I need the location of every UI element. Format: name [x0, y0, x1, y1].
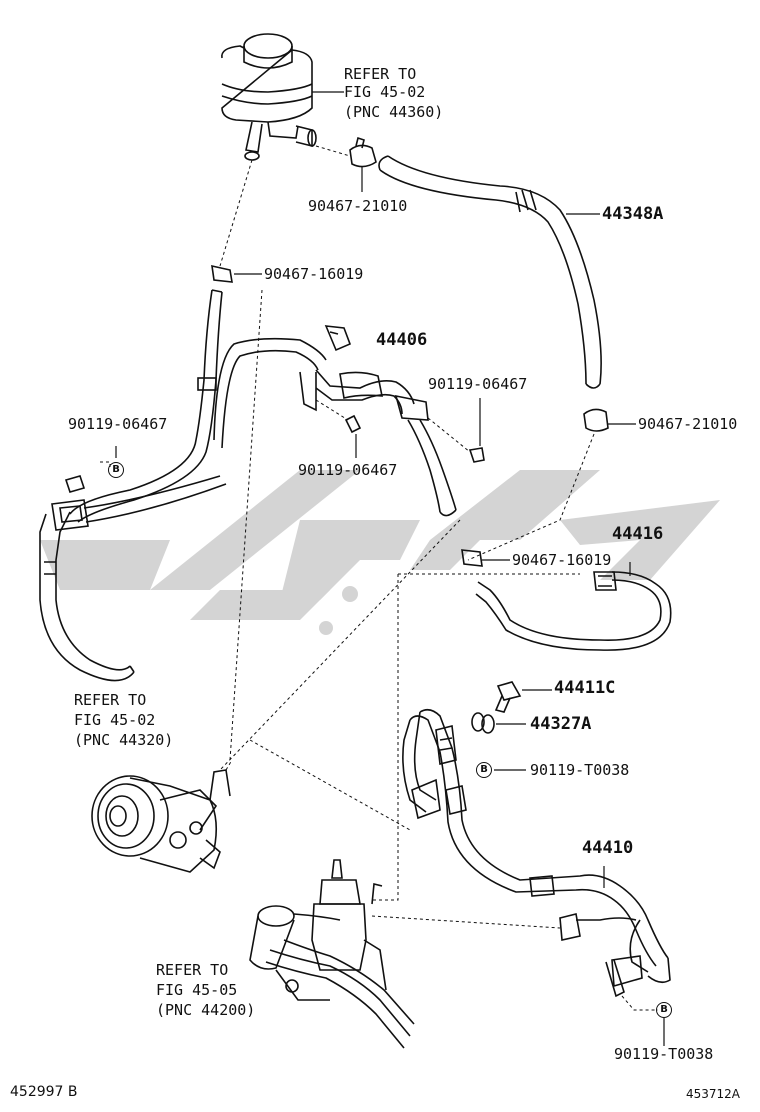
- label-clamp-top[interactable]: 90467-21010: [308, 197, 408, 215]
- label-refer-gear-3: (PNC 44200): [156, 1001, 256, 1019]
- dash-bolt-b: [315, 399, 349, 421]
- label-clamp-16019-top[interactable]: 90467-16019: [264, 265, 364, 283]
- steering-gear: [249, 859, 415, 1049]
- clamp-top: [349, 136, 377, 168]
- label-hose-return[interactable]: 44348A: [602, 204, 664, 224]
- clamp-16019-mid: [461, 549, 483, 567]
- label-refer-reservoir-2: FIG 45-02: [344, 83, 426, 101]
- power-steering-pump: [91, 769, 231, 873]
- label-refer-gear-1: REFER TO: [156, 961, 229, 979]
- union-bolt: [494, 681, 522, 713]
- clamp-16019-top: [211, 264, 233, 283]
- return-tube-assembly: [39, 289, 327, 682]
- b-marker-mid: B: [476, 762, 492, 778]
- dash-reservoir-down: [219, 159, 253, 267]
- dash-clamp-right: [467, 433, 595, 561]
- dash-b-lower: [621, 995, 658, 1011]
- label-refer-reservoir-3: (PNC 44360): [344, 103, 444, 121]
- label-refer-reservoir-1: REFER TO: [344, 65, 417, 83]
- label-union-bolt[interactable]: 44411C: [554, 678, 616, 698]
- label-refer-pump-2: FIG 45-02: [74, 711, 156, 729]
- label-refer-pump-3: (PNC 44320): [74, 731, 174, 749]
- b-marker-left: B: [108, 462, 124, 478]
- clamp-right: [583, 408, 609, 432]
- label-bolt-t0038-b[interactable]: 90119-T0038: [614, 1045, 714, 1063]
- label-tube-44406[interactable]: 44406: [376, 330, 428, 350]
- label-bolt-c[interactable]: 90119-06467: [428, 375, 528, 393]
- label-clamp-16019-mid[interactable]: 90467-16019: [512, 551, 612, 569]
- gasket: [471, 712, 495, 734]
- label-refer-gear-2: FIG 45-05: [156, 981, 238, 999]
- footer-left-code: 452997 B: [10, 1084, 78, 1100]
- reservoir-tank: [221, 33, 317, 161]
- tube-44406: [299, 325, 457, 517]
- label-gasket[interactable]: 44327A: [530, 714, 592, 734]
- b-marker-lower: B: [656, 1002, 672, 1018]
- label-clamp-right[interactable]: 90467-21010: [638, 415, 738, 433]
- label-refer-pump-1: REFER TO: [74, 691, 147, 709]
- dash-connectors: [219, 289, 561, 929]
- bolt-c: [468, 447, 485, 463]
- label-pressure-tube[interactable]: 44410: [582, 838, 634, 858]
- pressure-tube-44410: [402, 708, 671, 998]
- dash-pump: [225, 759, 233, 771]
- footer-right-code: 453712A: [686, 1087, 741, 1101]
- return-hose: [378, 155, 602, 389]
- dash-clamp-top: [315, 145, 351, 157]
- label-bolt-a[interactable]: 90119-06467: [68, 415, 168, 433]
- label-bolt-b[interactable]: 90119-06467: [298, 461, 398, 479]
- label-tube-44416[interactable]: 44416: [612, 524, 664, 544]
- label-bolt-t0038-a[interactable]: 90119-T0038: [530, 761, 630, 779]
- tube-44416: [475, 571, 672, 651]
- watermark-logo: [40, 470, 720, 635]
- bolt-b: [344, 414, 362, 434]
